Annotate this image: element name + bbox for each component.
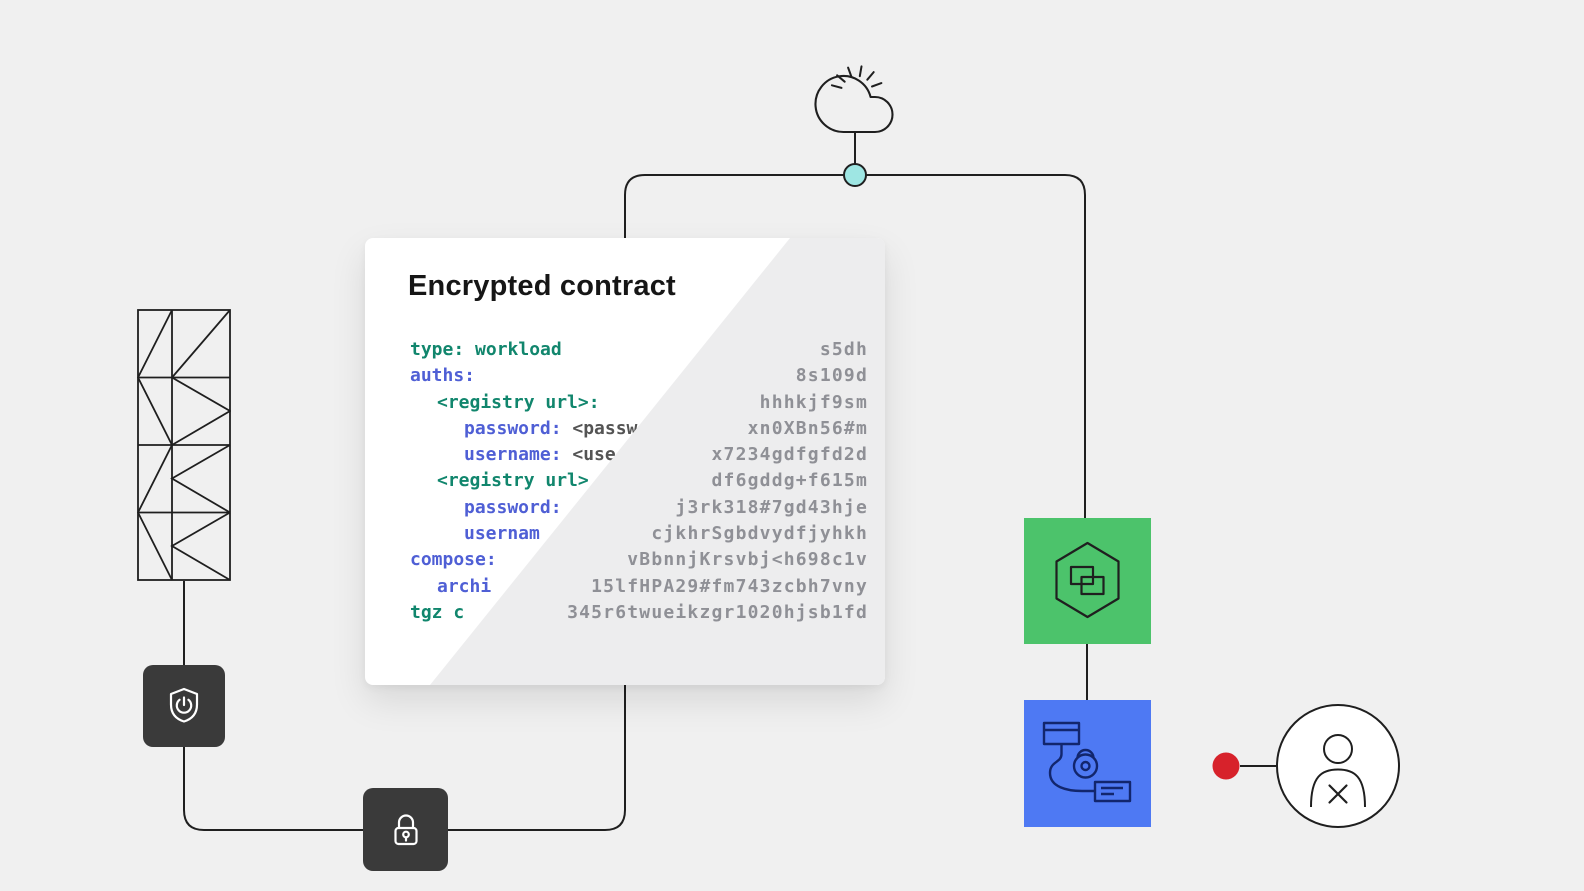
code-token: password: (464, 496, 562, 518)
code-token: <registry url>: (437, 391, 600, 413)
code-token: workload (475, 339, 562, 360)
denied-indicator-dot (1212, 752, 1240, 780)
shield-icon (169, 687, 199, 723)
user-circle (1276, 704, 1400, 828)
security-shield-tile (143, 665, 225, 747)
cloud-with-sun-rays-icon (814, 65, 894, 134)
user-head (1323, 734, 1353, 764)
plaintext-tokens: archi (410, 574, 491, 600)
code-block: type: workload s5dh auths: 8s109d <registry … (410, 337, 868, 626)
plaintext-tokens: <registry url> (410, 468, 589, 494)
container-workload-tile (1024, 518, 1151, 644)
code-line: compose: vBbnnjKrsvbj<h698c1v (410, 547, 868, 573)
code-token: password: (464, 417, 573, 439)
secrets-pipeline-lock-icon (1042, 721, 1132, 803)
code-token: <passw (572, 417, 638, 439)
code-line: auths: 8s109d (410, 363, 868, 389)
plaintext-tokens: compose: (410, 547, 497, 573)
plaintext-tokens: password: <passw (410, 416, 637, 442)
code-token: <registry url> (437, 470, 589, 492)
cipher-text: s5dh (819, 339, 868, 360)
code-token: tgz c (410, 601, 465, 623)
card-title: Encrypted contract (408, 270, 676, 302)
user-body (1310, 768, 1366, 808)
padlock-icon (393, 813, 418, 845)
cipher-text: vBbnnjKrsvbj<h698c1v (627, 549, 868, 571)
code-token: auths: (410, 365, 476, 387)
cipher-text: 345r6twueikzgr1020hjsb1fd (567, 601, 868, 623)
blocked-user-icon (1276, 704, 1400, 828)
cipher-text: df6gddg+f615m (711, 470, 868, 492)
code-token: username: (464, 444, 573, 466)
plaintext-tokens: usernam (410, 521, 540, 547)
cipher-text: j3rk318#7gd43hje (675, 496, 868, 518)
code-token: usernam (464, 523, 540, 545)
code-line: username: <use x7234gdfgfd2d (410, 442, 868, 468)
plaintext-tokens: username: <use (410, 442, 616, 468)
plaintext-tokens: tgz c (410, 600, 464, 626)
right-branch-wire (866, 174, 1086, 518)
code-line: archi 15lfHPA29#fm743zcbh7vny (410, 574, 868, 600)
code-token: type: (410, 339, 476, 360)
code-line: type: workload s5dh (410, 337, 868, 363)
plaintext-tokens: <registry url>: (410, 390, 600, 416)
cloud-outline (814, 75, 894, 134)
plaintext-tokens: auths: (410, 363, 475, 389)
hexagon-containers-icon (1055, 541, 1120, 619)
code-line: usernam cjkhrSgbdvydfjyhkh (410, 521, 868, 547)
cipher-text: 15lfHPA29#fm743zcbh7vny (591, 575, 868, 597)
code-line: password: j3rk318#7gd43hje (410, 495, 868, 521)
cipher-text: x7234gdfgfd2d (711, 444, 868, 466)
lock-to-shield-wire (183, 747, 363, 831)
lattice-tower-illustration (137, 309, 231, 581)
code-line: password: <passw xn0XBn56#m (410, 416, 868, 442)
cipher-text: 8s109d (795, 365, 868, 387)
connection-node-dot (843, 163, 867, 187)
secrets-manager-tile (1024, 700, 1151, 827)
cipher-text: hhhkjf9sm (759, 391, 868, 413)
code-line: <registry url> df6gddg+f615m (410, 468, 868, 494)
code-token: compose: (410, 549, 497, 571)
tower-bracing-right (171, 309, 231, 379)
plaintext-tokens: type: workload (410, 337, 562, 363)
code-token: <use (572, 444, 616, 466)
plaintext-tokens: password: (410, 495, 562, 521)
code-line: tgz c 345r6twueikzgr1020hjsb1fd (410, 600, 868, 626)
blocked-x-mark (1328, 784, 1348, 804)
encryption-lock-tile (363, 788, 448, 871)
cipher-text: cjkhrSgbdvydfjyhkh (651, 523, 868, 545)
cipher-text: xn0XBn56#m (747, 417, 868, 439)
encrypted-contract-card: Encrypted contract type: workload s5dh aut… (365, 238, 885, 685)
code-token: archi (437, 575, 492, 597)
code-line: <registry url>: hhhkjf9sm (410, 390, 868, 416)
